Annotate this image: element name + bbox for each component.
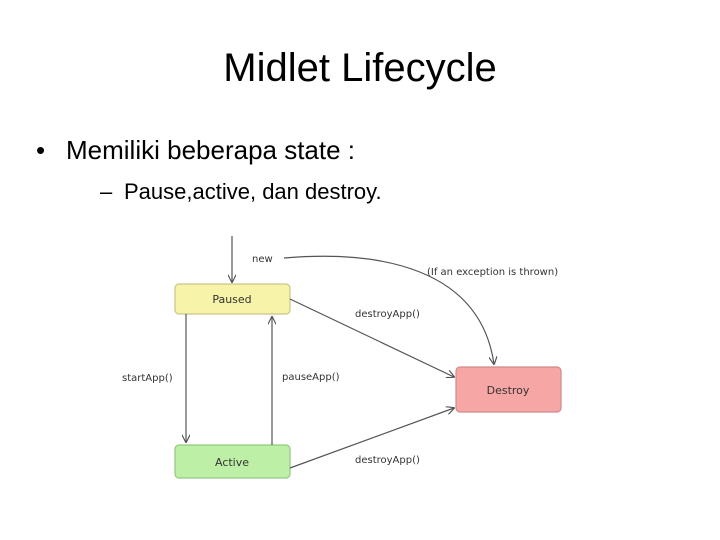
state-active-label: Active: [215, 456, 249, 469]
paused-destroy-arrow: [289, 298, 454, 377]
state-active: Active: [174, 444, 291, 479]
active-destroy-label: destroyApp(): [355, 455, 420, 466]
new-label: new: [252, 254, 273, 265]
exception-arrow: [283, 255, 494, 364]
sub-bullet-marker: –: [100, 179, 113, 204]
bullet-text: Memiliki beberapa state :: [66, 135, 356, 165]
state-paused: Paused: [174, 283, 291, 315]
bullet-item: • Memiliki beberapa state :: [36, 133, 355, 167]
paused-destroy-label: destroyApp(): [355, 309, 420, 320]
sub-bullet-text: Pause,active, dan destroy.: [124, 179, 382, 204]
state-paused-label: Paused: [212, 293, 251, 306]
pause-label: pauseApp(): [282, 372, 340, 383]
slide-title: Midlet Lifecycle: [223, 46, 497, 90]
sub-bullet-item: –Pause,active, dan destroy.: [100, 177, 382, 207]
state-destroy-label: Destroy: [487, 384, 530, 397]
exception-label: (If an exception is thrown): [427, 267, 558, 278]
start-label: startApp(): [122, 373, 173, 384]
state-destroy: Destroy: [455, 366, 562, 413]
active-destroy-arrow: [289, 408, 454, 469]
bullet-marker: •: [36, 135, 46, 165]
